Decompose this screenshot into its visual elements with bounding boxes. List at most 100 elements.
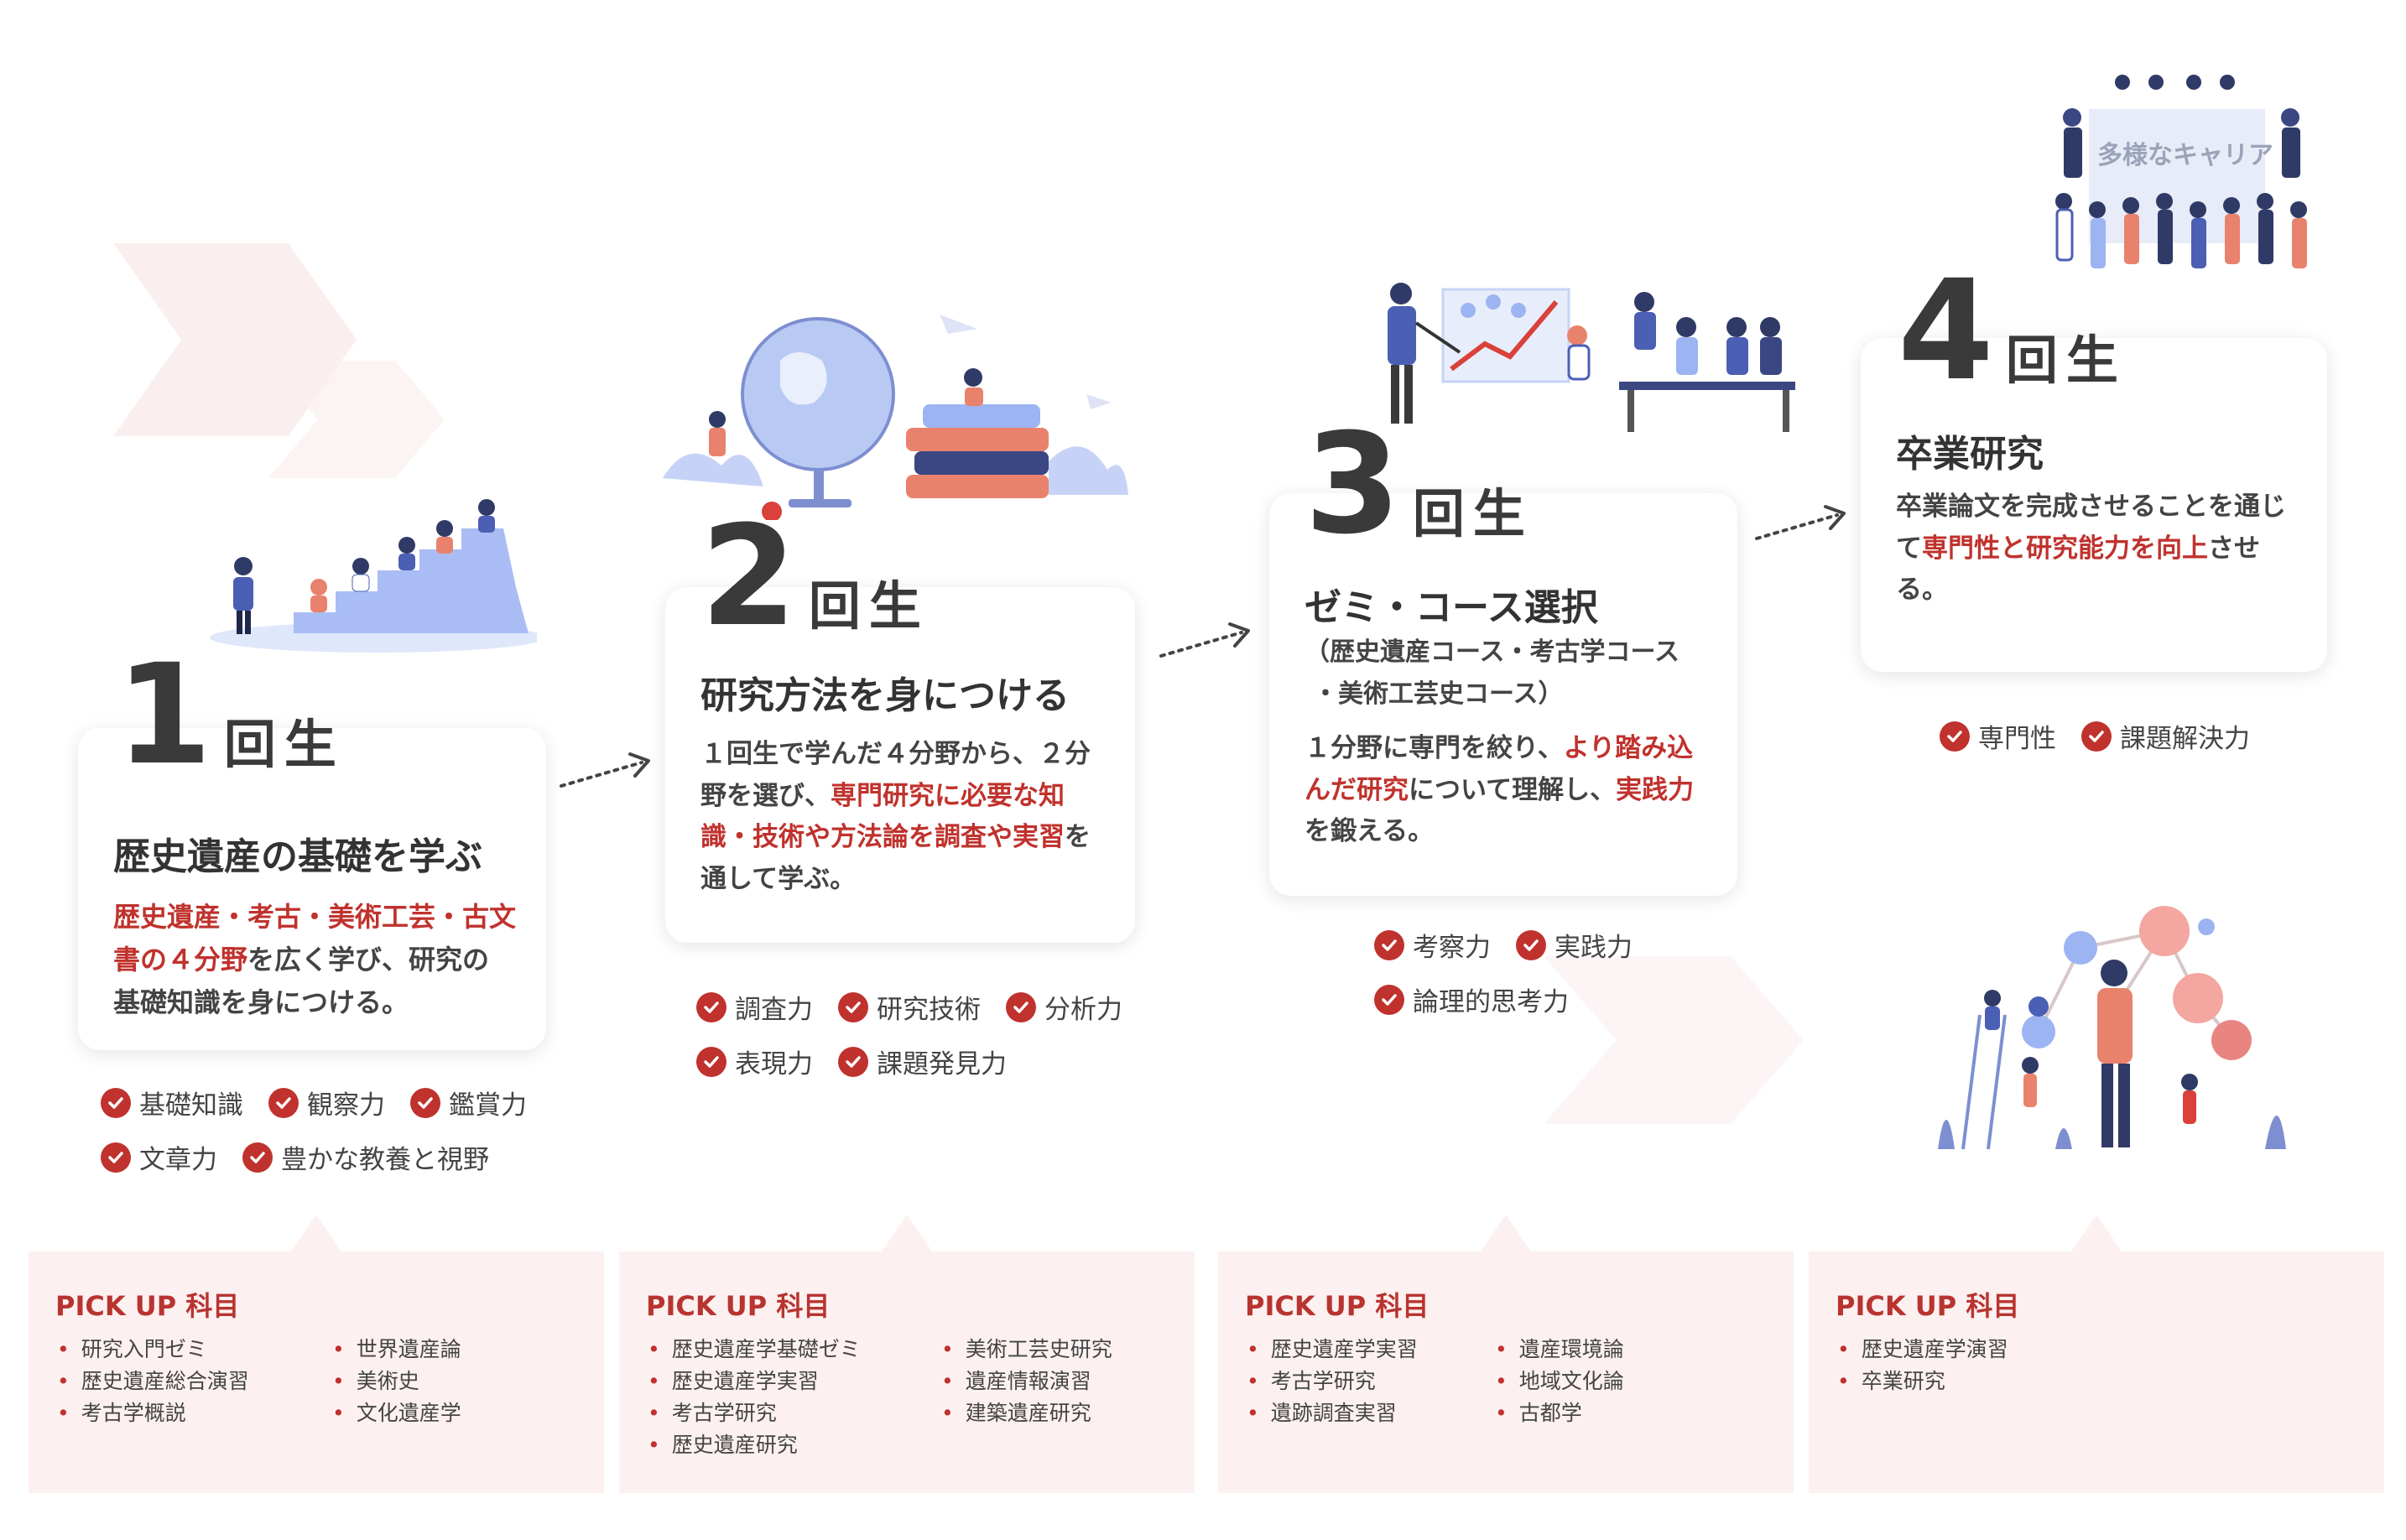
stage-suffix: 回生 (1412, 483, 1534, 544)
pickup-list: 遺産環境論 地域文化論 古都学 (1495, 1334, 1624, 1429)
list-item: 古都学 (1495, 1397, 1624, 1429)
check-icon (838, 991, 868, 1022)
list-item: 文化遺産学 (332, 1397, 461, 1429)
body-text: １分野に専門を絞り、 (1305, 733, 1564, 763)
stage2-body: １回生で学んだ４分野から、２分野を選び、専門研究に必要な知識・技術や方法論を調査… (700, 734, 1103, 900)
check-icon (1940, 721, 1970, 752)
skill-item: 研究技術 (838, 988, 981, 1026)
pickup-list: 美術工芸史研究 遺産情報演習 建築遺産研究 (941, 1334, 1112, 1429)
pickup-list: 歴史遺産学実習 考古学研究 遺跡調査実習 (1247, 1334, 1418, 1429)
dotted-arrow-icon (560, 752, 650, 788)
pickup-panel-4: PICK UP 科目 歴史遺産学演習 卒業研究 (1809, 1215, 2384, 1493)
stage1-body: 歴史遺産・考古・美術工芸・古文書の４分野を広く学び、研究の基礎知識を身につける。 (113, 896, 516, 1025)
stage-number: 2 (700, 496, 797, 657)
pickup-title: PICK UP 科目 (1245, 1290, 1430, 1322)
check-icon (696, 991, 726, 1022)
network-illustration (1938, 906, 2286, 1150)
staircase-illustration (210, 499, 537, 653)
presentation-illustration (1388, 283, 1795, 432)
skill-item: 実践力 (1516, 926, 1633, 964)
list-item: 歴史遺産学基礎ゼミ (648, 1334, 861, 1366)
list-item: 卒業研究 (1837, 1366, 2008, 1397)
body-text: を鍛える。 (1305, 816, 1435, 847)
stage4-body: 卒業論文を完成させることを通じて専門性と研究能力を向上させる。 (1896, 486, 2299, 611)
list-item: 世界遺産論 (332, 1334, 461, 1366)
highlight-text: 専門研究に必要な知識・技術や方法論を調査や実習 (700, 780, 1065, 853)
stage1-title: 歴史遺産の基礎を学ぶ (113, 835, 482, 878)
stage3-subtitle-2: ・美術工芸史コース） (1313, 679, 1564, 709)
check-icon (838, 1046, 868, 1077)
highlight-text: 実践力 (1616, 774, 1695, 805)
stage1-skills: 基礎知識 観察力 鑑賞力 文章力 豊かな教養と視野 (101, 1084, 570, 1176)
check-icon (101, 1087, 131, 1118)
pickup-list: 歴史遺産学基礎ゼミ 歴史遺産学実習 考古学研究 歴史遺産研究 (648, 1334, 861, 1461)
stage-suffix: 回生 (808, 575, 930, 637)
dotted-arrow-icon (1159, 622, 1250, 658)
pickup-list: 世界遺産論 美術史 文化遺産学 (332, 1334, 461, 1429)
stage3-subtitle-1: （歴史遺産コース・考古学コース (1305, 637, 1680, 667)
highlight-text: 歴史遺産・考古・美術工芸・古文書の４分野 (113, 901, 517, 976)
stage4-title: 卒業研究 (1896, 433, 2044, 476)
stage3-body: １分野に専門を絞り、より踏み込んだ研究について理解し、実践力を鍛える。 (1305, 728, 1707, 853)
body-text: を広く学び、研究の基礎知識を身につける。 (113, 944, 490, 1019)
list-item: 建築遺産研究 (941, 1397, 1112, 1429)
list-item: 歴史遺産研究 (648, 1429, 861, 1461)
skill-item: 文章力 (101, 1138, 217, 1176)
skill-item: 課題発見力 (838, 1043, 1007, 1080)
pickup-list: 研究入門ゼミ 歴史遺産総合演習 考古学概説 (57, 1334, 249, 1429)
skill-item: 分析力 (1006, 988, 1122, 1026)
globe-books-illustration (663, 315, 1128, 520)
list-item: 歴史遺産学実習 (648, 1366, 861, 1397)
list-item: 研究入門ゼミ (57, 1334, 249, 1366)
dotted-arrow-icon (1755, 505, 1846, 540)
list-item: 歴史遺産学実習 (1247, 1334, 1418, 1366)
skill-item: 基礎知識 (101, 1084, 243, 1121)
stage2-skills: 調査力 研究技術 分析力 表現力 課題発見力 (696, 988, 1166, 1080)
list-item: 考古学研究 (648, 1397, 861, 1429)
pickup-panel-2: PICK UP 科目 歴史遺産学基礎ゼミ 歴史遺産学実習 考古学研究 歴史遺産研… (619, 1215, 1195, 1493)
check-icon (696, 1046, 726, 1077)
list-item: 考古学概説 (57, 1397, 249, 1429)
stage4-card (1861, 338, 2327, 672)
list-item: 遺跡調査実習 (1247, 1397, 1418, 1429)
check-icon (268, 1087, 299, 1118)
check-icon (410, 1087, 440, 1118)
skill-item: 観察力 (268, 1084, 385, 1121)
pickup-title: PICK UP 科目 (1836, 1290, 2020, 1322)
list-item: 美術工芸史研究 (941, 1334, 1112, 1366)
stage4-skills: 専門性 課題解決力 (1940, 717, 2342, 755)
body-text: 卒業論文を完成させることを通じて (1896, 492, 2286, 564)
stage-suffix: 回生 (2005, 330, 2127, 391)
skill-item: 鑑賞力 (410, 1084, 527, 1121)
skill-item: 専門性 (1940, 717, 2056, 755)
skill-item: 考察力 (1374, 926, 1491, 964)
check-icon (2081, 721, 2112, 752)
stage-number: 3 (1305, 403, 1401, 564)
skill-item: 表現力 (696, 1043, 813, 1080)
check-icon (101, 1142, 131, 1173)
check-icon (1516, 929, 1546, 960)
stage-suffix: 回生 (223, 714, 345, 775)
skill-item: 豊かな教養と視野 (242, 1138, 489, 1176)
highlight-text: より踏み込んだ研究 (1305, 733, 1694, 805)
body-text: させる。 (1896, 533, 2260, 606)
skill-item: 調査力 (696, 988, 813, 1026)
body-text: について理解し、 (1409, 774, 1617, 805)
list-item: 歴史遺産学演習 (1837, 1334, 2008, 1366)
stage3-card (1269, 493, 1737, 896)
list-item: 地域文化論 (1495, 1366, 1624, 1397)
skill-item: 論理的思考力 (1374, 981, 1569, 1018)
pickup-panel-3: PICK UP 科目 歴史遺産学実習 考古学研究 遺跡調査実習 遺産環境論 地域… (1218, 1215, 1794, 1493)
pickup-title: PICK UP 科目 (646, 1290, 831, 1322)
check-icon (1374, 984, 1404, 1015)
stage2-title: 研究方法を身につける (700, 674, 1070, 717)
stage-number: 1 (116, 634, 212, 795)
pickup-list: 歴史遺産学演習 卒業研究 (1837, 1334, 2008, 1397)
list-item: 美術史 (332, 1366, 461, 1397)
career-label: 多様なキャリア (2097, 141, 2273, 170)
check-icon (242, 1142, 273, 1173)
